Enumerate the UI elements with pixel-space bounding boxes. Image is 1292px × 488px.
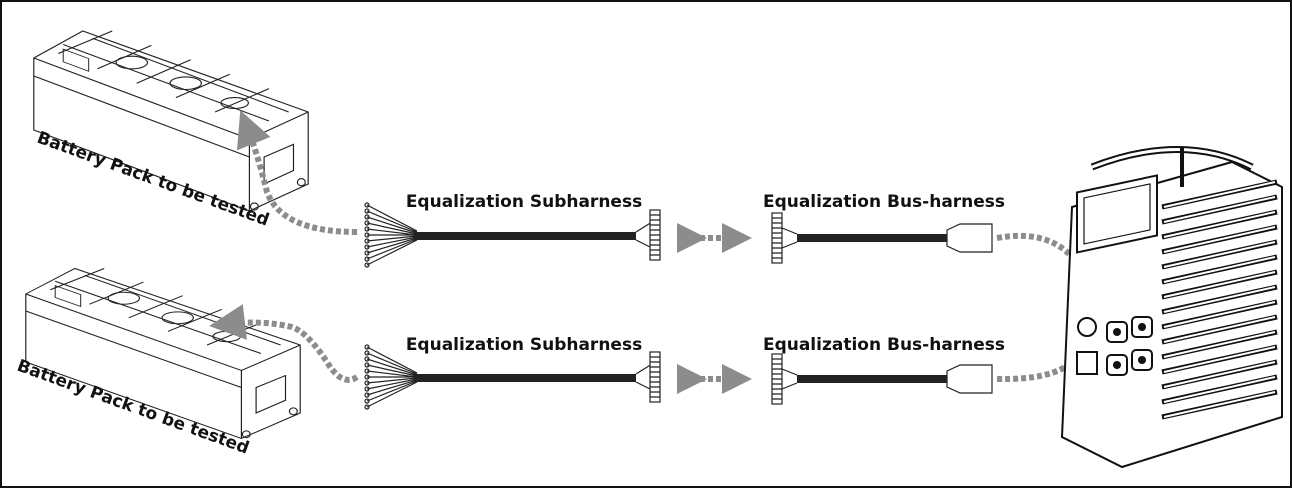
busharness-connector-icon [771,353,783,405]
pack-connection-arrow [209,304,359,383]
subharness-label: Equalization Subharness [406,335,642,355]
subharness-connector-icon [649,351,661,403]
busharness-cable [797,234,947,242]
subharness-1: Equalization Subharness [364,192,661,268]
busharness-1: Equalization Bus-harness [763,192,1005,264]
subharness-2: Equalization Subharness [364,335,661,410]
subharness-connector-icon [649,209,661,261]
battery-pack-2: Battery Pack to be tested [14,267,301,459]
busharness-plug-icon [946,223,993,253]
battery-pack-label: Battery Pack to be tested [34,128,271,231]
equalizer-device [1062,147,1282,467]
device-connection-arrow [996,232,1101,304]
device-connection-arrow [996,314,1105,383]
busharness-connector-icon [771,212,783,264]
subharness-cable [416,232,636,240]
busharness-2: Equalization Bus-harness [763,335,1005,405]
subharness-fan-icon [364,202,418,268]
battery-pack-label: Battery Pack to be tested [14,356,251,459]
pack-connection-arrow [236,110,358,235]
busharness-plug-icon [946,364,993,394]
subharness-cable [416,374,636,382]
battery-pack-1: Battery Pack to be tested [33,30,309,231]
busharness-cable [797,375,947,383]
busharness-label: Equalization Bus-harness [763,335,1005,355]
equalizer-device-icon [1062,147,1282,467]
busharness-label: Equalization Bus-harness [763,192,1005,212]
subharness-label: Equalization Subharness [406,192,642,212]
